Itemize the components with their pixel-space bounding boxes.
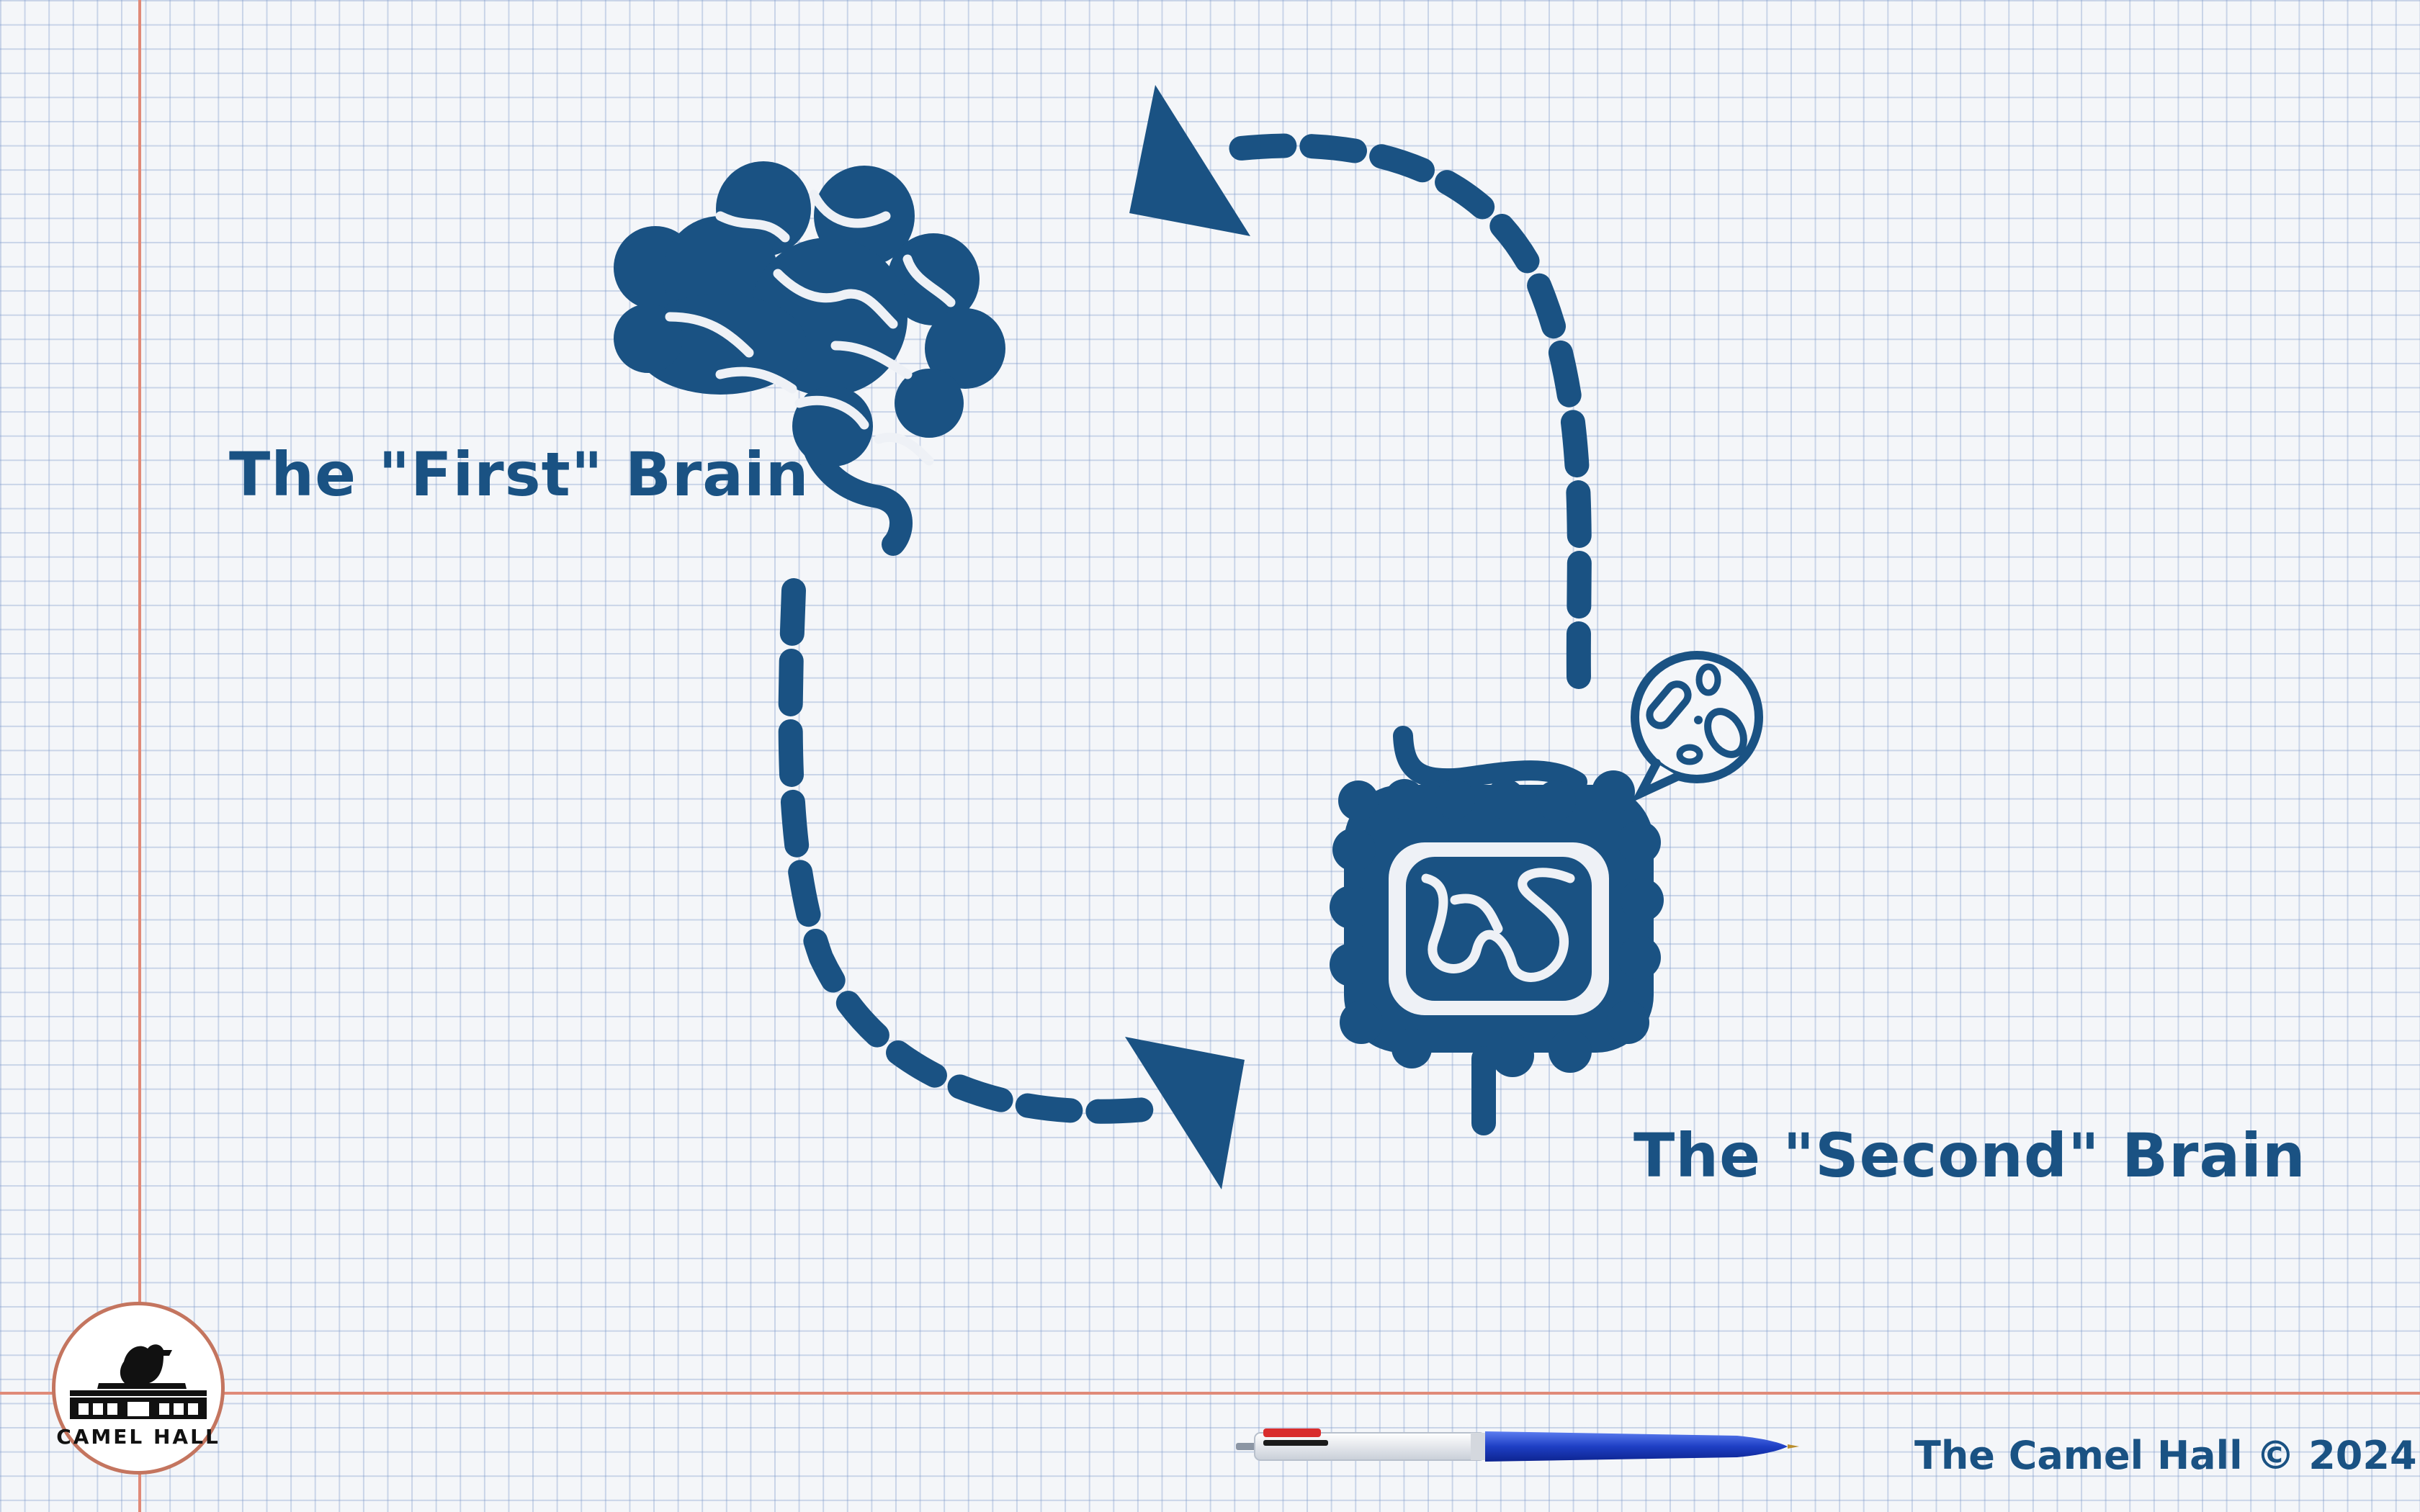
paper-margin-horizontal bbox=[0, 1392, 2420, 1395]
second-brain-label: The "Second" Brain bbox=[1634, 1120, 2306, 1191]
logo-text: CAMEL HALL bbox=[56, 1425, 220, 1449]
intestines-icon bbox=[1330, 726, 1664, 1135]
brain-folds bbox=[665, 189, 956, 466]
microbe-bubble-icon bbox=[1631, 651, 1763, 803]
arrow-head-icon bbox=[1125, 1037, 1245, 1189]
arrow-head-icon bbox=[1129, 85, 1250, 236]
first-brain-label: The "First" Brain bbox=[229, 439, 810, 510]
brain-to-gut-arrow bbox=[778, 578, 1245, 1189]
footer-credit: The Camel Hall © 2024 bbox=[1914, 1433, 2417, 1478]
camel-hall-logo-icon bbox=[70, 1344, 207, 1419]
paper-margin-vertical bbox=[138, 0, 141, 1512]
brain-icon bbox=[614, 161, 1005, 556]
gut-to-brain-arrow bbox=[1129, 85, 1592, 689]
camel-hall-logo: CAMEL HALL bbox=[52, 1302, 225, 1475]
pen-icon bbox=[1236, 1428, 1799, 1462]
